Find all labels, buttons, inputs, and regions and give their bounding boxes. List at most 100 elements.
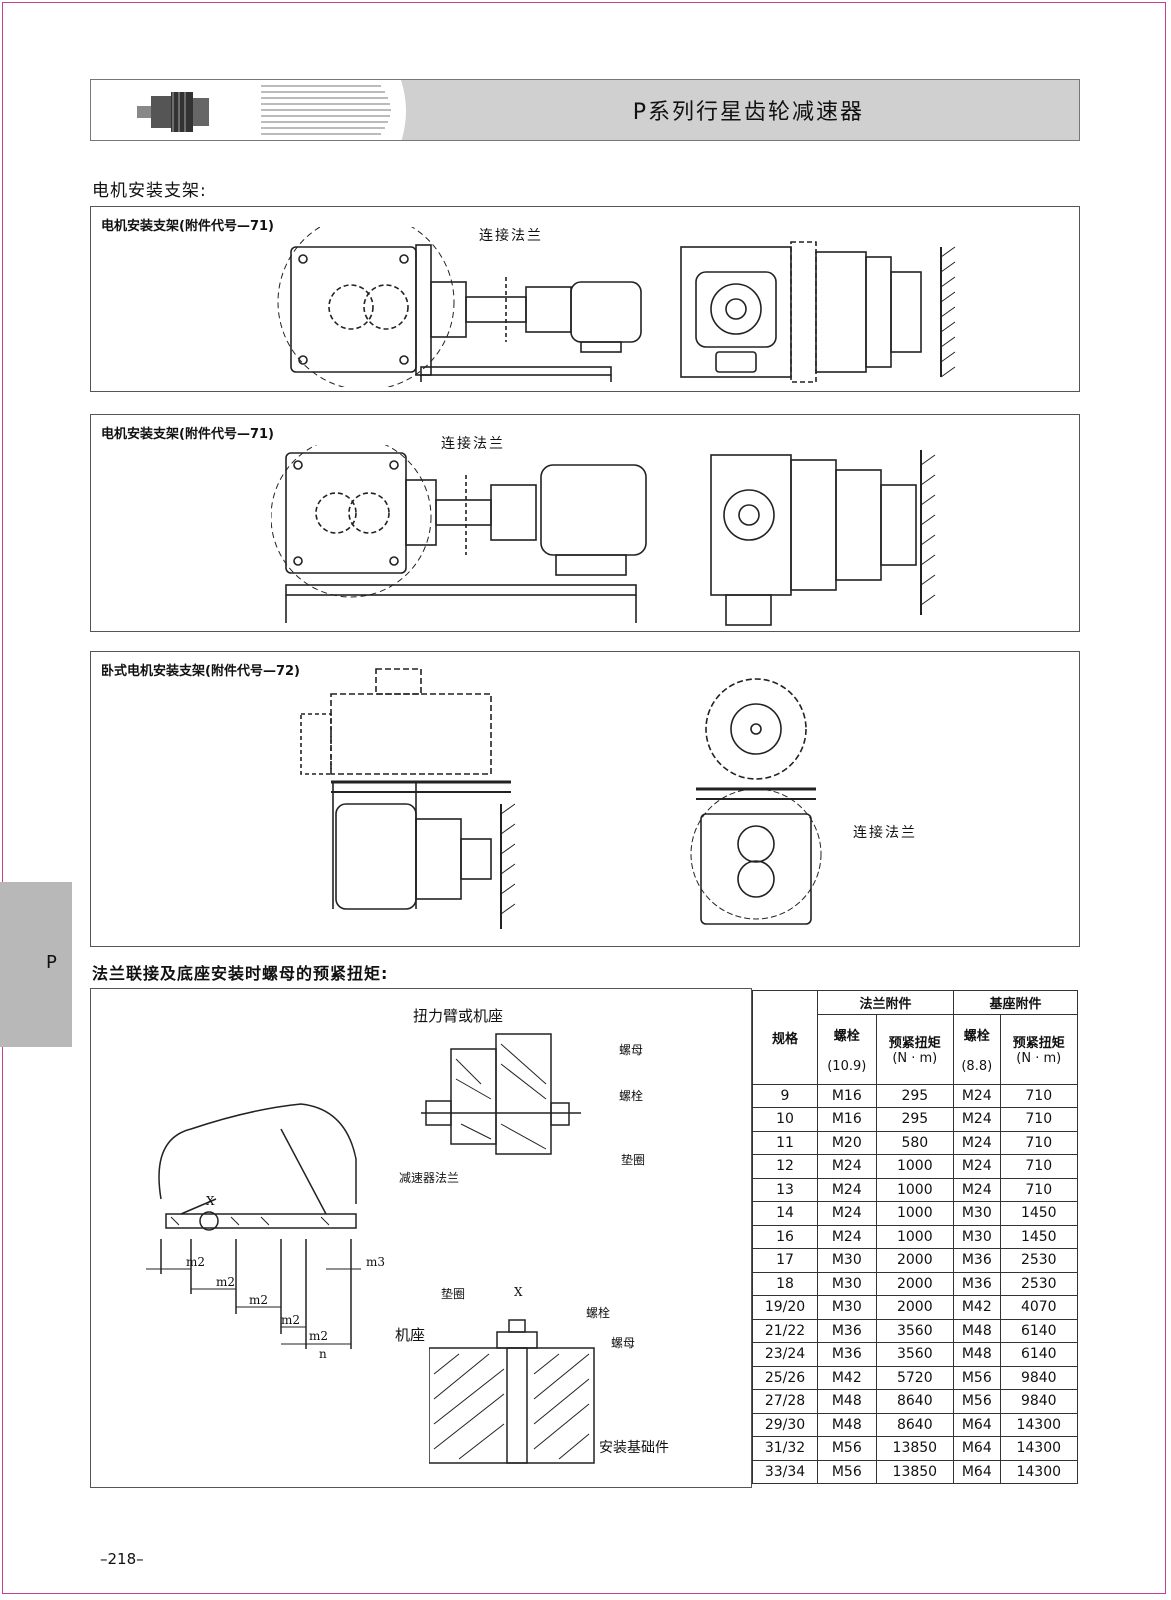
table-cell: M48 — [953, 1318, 1001, 1343]
motor-bracket-drawing-2 — [271, 445, 936, 626]
label-m3: m3 — [366, 1255, 386, 1269]
label-nut-detail: 螺母 — [611, 1336, 636, 1350]
table-cell: 13850 — [875, 1459, 955, 1484]
label-m2: m2 — [216, 1275, 236, 1289]
table-cell: M24 — [953, 1083, 1001, 1108]
table-cell: 710 — [999, 1130, 1079, 1155]
table-cell: 13 — [752, 1177, 818, 1202]
table-cell: 25/26 — [752, 1365, 818, 1390]
label-m2: m2 — [186, 1255, 206, 1269]
table-cell: M24 — [817, 1224, 877, 1249]
panel-bracket-71-a: 电机安装支架(附件代号—71) 连接法兰 — [90, 206, 1080, 392]
table-cell: 9840 — [999, 1365, 1079, 1390]
flange-bolt-diagram — [421, 1033, 581, 1155]
table-cell: 19/20 — [752, 1295, 818, 1320]
table-cell: 14300 — [999, 1412, 1079, 1437]
table-cell: M24 — [953, 1154, 1001, 1179]
table-cell: 1450 — [999, 1201, 1079, 1226]
label-foundation: 安装基础件 — [599, 1440, 669, 1456]
label-x-detail: X — [514, 1285, 523, 1299]
reducer-product-icon — [137, 92, 209, 132]
callout-connecting-flange: 连接法兰 — [441, 436, 505, 452]
table-cell: 14 — [752, 1201, 818, 1226]
header-stripes — [261, 80, 406, 140]
table-cell: M16 — [817, 1083, 877, 1108]
panel-label: 电机安装支架(附件代号—71) — [101, 427, 274, 442]
header-spec: 规格 — [752, 990, 818, 1085]
table-cell: M30 — [953, 1224, 1001, 1249]
table-cell: 710 — [999, 1154, 1079, 1179]
table-cell: 9840 — [999, 1389, 1079, 1414]
table-cell: M64 — [953, 1412, 1001, 1437]
panel-label: 卧式电机安装支架(附件代号—72) — [101, 664, 300, 679]
label-m2: m2 — [281, 1313, 301, 1327]
label-m2: m2 — [249, 1293, 269, 1307]
table-cell: 1000 — [875, 1154, 955, 1179]
table-cell: M24 — [817, 1177, 877, 1202]
table-cell: M24 — [953, 1107, 1001, 1132]
table-cell: M64 — [953, 1436, 1001, 1461]
table-cell: 16 — [752, 1224, 818, 1249]
table-cell: M56 — [953, 1365, 1001, 1390]
table-cell: 710 — [999, 1083, 1079, 1108]
label-bolt-detail: 螺栓 — [586, 1306, 611, 1320]
table-cell: 2000 — [875, 1248, 955, 1273]
table-cell: 29/30 — [752, 1412, 818, 1437]
table-cell: M56 — [817, 1436, 877, 1461]
table-cell: 13850 — [875, 1436, 955, 1461]
table-cell: 14300 — [999, 1436, 1079, 1461]
table-cell: M36 — [953, 1271, 1001, 1296]
horizontal-bracket-drawing — [300, 668, 822, 929]
table-cell: 4070 — [999, 1295, 1079, 1320]
label-base: 机座 — [395, 1326, 426, 1344]
table-cell: 6140 — [999, 1318, 1079, 1343]
table-cell: M20 — [817, 1130, 877, 1155]
header-flange-attachment: 法兰附件 — [816, 990, 955, 1015]
label-n: n — [319, 1347, 327, 1361]
table-cell: 710 — [999, 1107, 1079, 1132]
label-washer: 垫圈 — [621, 1153, 646, 1167]
table-cell: M30 — [953, 1201, 1001, 1226]
header-gray-band — [391, 80, 1079, 140]
panel-bracket-72: 卧式电机安装支架(附件代号—72) 连接法兰 — [90, 651, 1080, 947]
table-cell: 12 — [752, 1154, 818, 1179]
callout-connecting-flange: 连接法兰 — [479, 228, 543, 244]
panel-bracket-71-b: 电机安装支架(附件代号—71) 连接法兰 — [90, 414, 1080, 632]
panel-label: 电机安装支架(附件代号—71) — [101, 219, 274, 234]
table-cell: M36 — [817, 1342, 877, 1367]
table-cell: M48 — [953, 1342, 1001, 1367]
table-cell: M42 — [953, 1295, 1001, 1320]
side-tab-section-p: P — [0, 882, 72, 1047]
header-flange-bolt: 螺栓(10.9) — [817, 1013, 877, 1085]
table-cell: 2530 — [999, 1248, 1079, 1273]
table-cell: 580 — [875, 1130, 955, 1155]
table-cell: 1000 — [875, 1224, 955, 1249]
section-title-preload-torque: 法兰联接及底座安装时螺母的预紧扭矩: — [92, 964, 389, 983]
label-bolt: 螺栓 — [619, 1089, 644, 1103]
table-cell: 8640 — [875, 1412, 955, 1437]
table-cell: 1450 — [999, 1224, 1079, 1249]
table-cell: 27/28 — [752, 1389, 818, 1414]
header-flange-torque: 预紧扭矩(N · m) — [875, 1013, 955, 1085]
table-cell: 9 — [752, 1083, 818, 1108]
motor-bracket-drawing-1 — [277, 227, 956, 387]
label-nut: 螺母 — [619, 1043, 644, 1057]
panel-installation-diagrams: X m2 m2 m2 m2 m2 n m3 扭力臂或机座 螺母 螺栓 垫圈 减速… — [90, 988, 752, 1488]
label-m2: m2 — [309, 1329, 329, 1343]
side-tab-label: P — [46, 952, 57, 973]
table-cell: 5720 — [875, 1365, 955, 1390]
table-cell: M48 — [817, 1389, 877, 1414]
